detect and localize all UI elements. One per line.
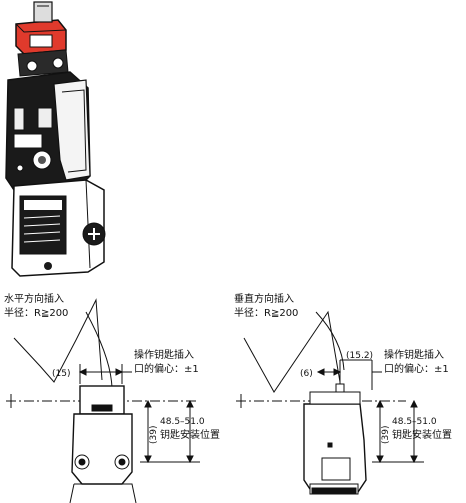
key-path-right bbox=[243, 310, 341, 393]
switch-product-image bbox=[5, 1, 106, 277]
left-key-offset-value: 口的偏心：±1 bbox=[134, 362, 199, 375]
left-dim-horizontal: (15) bbox=[52, 369, 70, 379]
right-dim-vertical: (39) bbox=[381, 426, 391, 444]
radius-arc-right bbox=[315, 311, 345, 371]
left-mount-label: 钥匙安装位置 bbox=[160, 428, 220, 441]
right-mount-label: 钥匙安装位置 bbox=[392, 428, 452, 441]
right-view bbox=[236, 310, 424, 495]
right-mount-range: 48.5–51.0 bbox=[392, 417, 437, 427]
right-key-offset-title: 操作钥匙插入 bbox=[384, 348, 444, 361]
right-insert-direction: 垂直方向插入 bbox=[234, 292, 294, 305]
left-view bbox=[6, 298, 200, 503]
right-dim-horizontal: (6) bbox=[300, 369, 313, 379]
left-dim-vertical: (39) bbox=[149, 426, 159, 444]
radius-arc-left bbox=[85, 311, 113, 391]
left-key-offset-title: 操作钥匙插入 bbox=[134, 348, 194, 361]
key-path-left bbox=[13, 298, 103, 383]
right-key-offset-value: 口的偏心：±1 bbox=[384, 362, 449, 375]
left-insert-direction: 水平方向插入 bbox=[4, 292, 64, 305]
left-radius-label: 半径：R≧200 bbox=[4, 306, 68, 319]
right-dim-top: (15.2) bbox=[346, 351, 373, 361]
right-radius-label: 半径：R≧200 bbox=[234, 306, 298, 319]
switch-outline-right bbox=[303, 403, 367, 493]
left-mount-range: 48.5–51.0 bbox=[160, 417, 205, 427]
